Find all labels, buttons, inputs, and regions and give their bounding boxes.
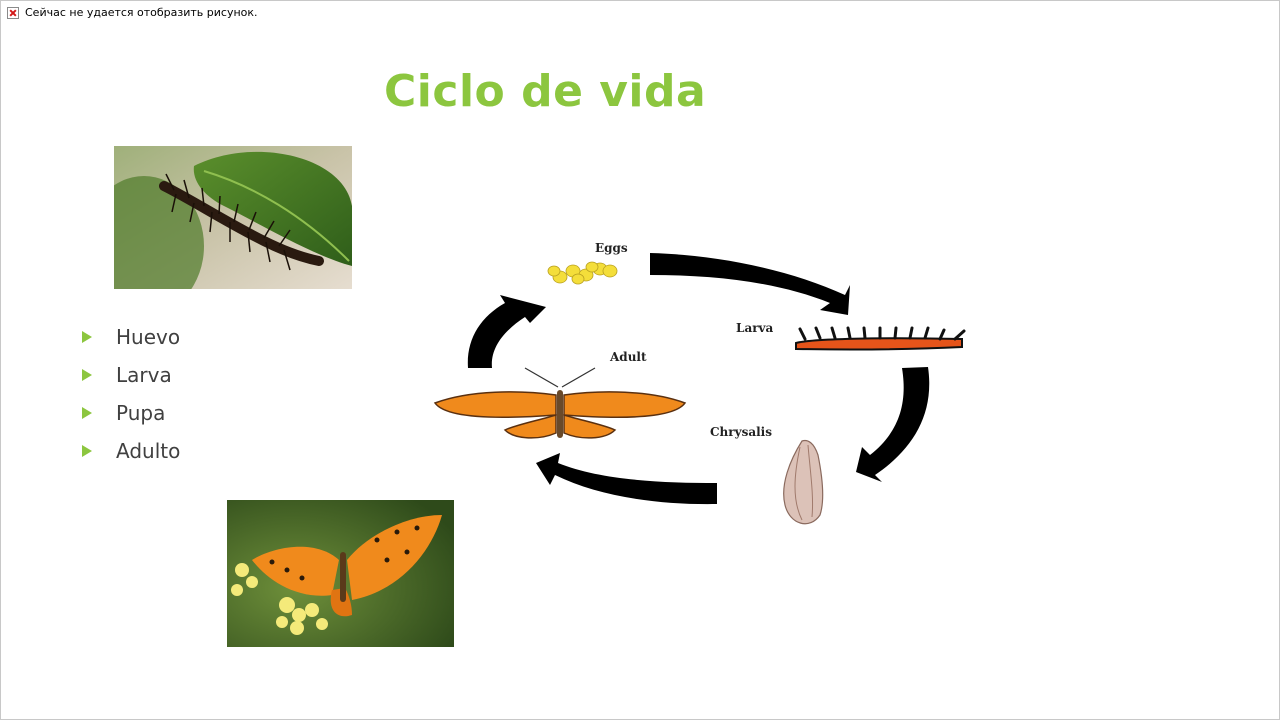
larva-illustration bbox=[795, 326, 966, 351]
bullet-arrow-icon bbox=[82, 407, 92, 419]
bullet-arrow-icon bbox=[82, 445, 92, 457]
eggs-label: Eggs bbox=[595, 241, 628, 255]
list-item: Adulto bbox=[82, 432, 180, 470]
larva-label: Larva bbox=[736, 321, 774, 335]
arrow-eggs-to-larva bbox=[650, 253, 850, 315]
chrysalis-label: Chrysalis bbox=[710, 425, 772, 439]
slide-title: Ciclo de vida bbox=[384, 66, 707, 117]
adult-butterfly-illustration bbox=[433, 367, 687, 439]
list-item-label: Larva bbox=[116, 363, 172, 387]
broken-image-placeholder: Сейчас не удается отобразить рисунок. bbox=[7, 6, 258, 19]
adult-label: Adult bbox=[609, 350, 647, 364]
broken-image-icon bbox=[7, 6, 19, 19]
arrow-larva-to-chrysalis bbox=[856, 367, 930, 482]
list-item: Huevo bbox=[82, 318, 180, 356]
life-cycle-diagram: Eggs Larva Chrysalis Adult bbox=[433, 241, 966, 525]
bullet-arrow-icon bbox=[82, 331, 92, 343]
list-item: Pupa bbox=[82, 394, 180, 432]
list-item-label: Adulto bbox=[116, 439, 181, 463]
broken-image-message: Сейчас не удается отобразить рисунок. bbox=[25, 6, 258, 19]
eggs-illustration bbox=[547, 261, 618, 285]
list-item-label: Pupa bbox=[116, 401, 166, 425]
arrow-adult-to-eggs bbox=[467, 295, 546, 368]
chrysalis-illustration bbox=[783, 439, 824, 525]
list-item: Larva bbox=[82, 356, 180, 394]
bullet-arrow-icon bbox=[82, 369, 92, 381]
arrow-chrysalis-to-adult bbox=[536, 453, 717, 505]
stage-list: Huevo Larva Pupa Adulto bbox=[82, 318, 180, 470]
butterfly-photo bbox=[227, 500, 454, 647]
caterpillar-photo bbox=[114, 146, 352, 289]
list-item-label: Huevo bbox=[116, 325, 181, 349]
